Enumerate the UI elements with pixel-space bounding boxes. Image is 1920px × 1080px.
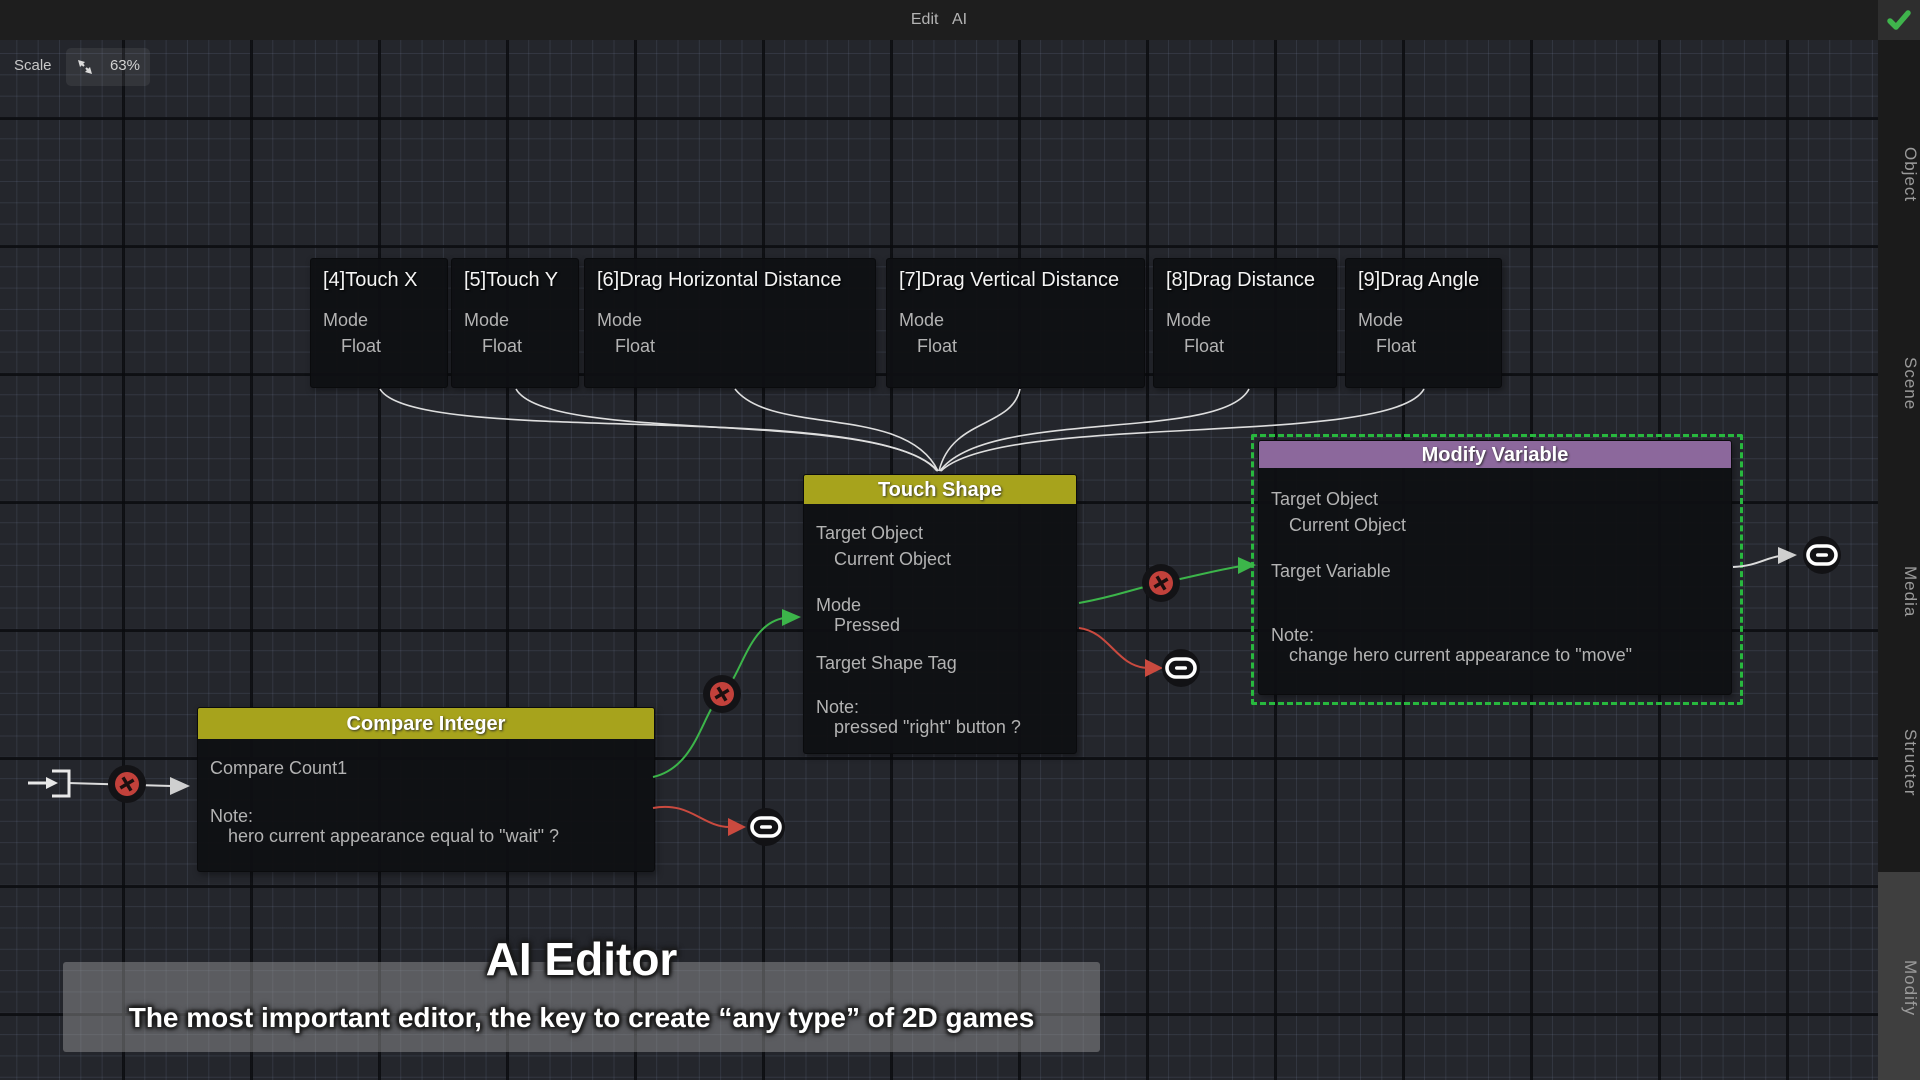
scale-label: Scale — [14, 57, 52, 74]
confirm-button[interactable] — [1878, 0, 1920, 40]
note-value: hero current appearance equal to "wait" … — [228, 826, 559, 846]
node-title: [7]Drag Vertical Distance — [899, 269, 1120, 291]
note-label: Note: — [1271, 625, 1315, 645]
field-value: Pressed — [834, 615, 901, 635]
scale-value: 63% — [109, 57, 140, 74]
note-value: pressed "right" button ? — [834, 717, 1021, 737]
top-bar: Edit AI — [0, 0, 1920, 40]
node-title: [5]Touch Y — [464, 269, 559, 291]
check-icon — [1887, 10, 1911, 30]
node-title: [6]Drag Horizontal Distance — [597, 269, 842, 291]
node-modify-variable[interactable]: Modify Variable Target Object Current Ob… — [1258, 440, 1732, 695]
field-label: Mode — [1358, 310, 1404, 330]
caption-subtitle: The most important editor, the key to cr… — [128, 1002, 1035, 1033]
field-label: Mode — [323, 310, 369, 330]
scale-control[interactable]: 63% — [66, 48, 150, 86]
caption-box — [63, 962, 1100, 1052]
tab-structer[interactable]: Structer — [1901, 729, 1920, 797]
tab-object[interactable]: Object — [1901, 147, 1920, 203]
node-drag-vertical-distance[interactable]: [7]Drag Vertical Distance Mode Float — [886, 258, 1145, 388]
node-drag-angle[interactable]: [9]Drag Angle Mode Float — [1345, 258, 1502, 388]
node-drag-distance[interactable]: [8]Drag Distance Mode Float — [1153, 258, 1337, 388]
node-touch-y[interactable]: [5]Touch Y Mode Float — [451, 258, 579, 388]
field-label: Target Variable — [1271, 561, 1391, 581]
node-header: Modify Variable — [1259, 441, 1731, 468]
caption-title: AI Editor — [485, 933, 678, 985]
field-value: Float — [1184, 336, 1225, 356]
node-header: Touch Shape — [804, 475, 1076, 504]
field-value: Current Object — [1289, 515, 1407, 535]
resize-diagonal-icon — [78, 60, 92, 74]
node-header: Compare Integer — [198, 708, 654, 739]
field-value: Float — [917, 336, 958, 356]
field-value: Current Object — [834, 549, 952, 569]
node-drag-horizontal-distance[interactable]: [6]Drag Horizontal Distance Mode Float — [584, 258, 876, 388]
tab-media[interactable]: Media — [1901, 566, 1920, 618]
field-value: Float — [1376, 336, 1417, 356]
node-title: [9]Drag Angle — [1358, 269, 1480, 291]
field-label: Mode — [899, 310, 945, 330]
field-label: Mode — [597, 310, 643, 330]
field-label: Mode — [816, 595, 862, 615]
field-label: Compare Count1 — [210, 758, 348, 778]
field-label: Target Shape Tag — [816, 653, 957, 673]
field-value: Float — [482, 336, 523, 356]
field-label: Target Object — [1271, 489, 1379, 509]
sidebar: Object Scene Media Structer Modify — [1878, 40, 1920, 1080]
field-label: Mode — [1166, 310, 1212, 330]
field-label: Target Object — [816, 523, 924, 543]
node-touch-x[interactable]: [4]Touch X Mode Float — [310, 258, 448, 388]
page-title: Edit AI — [910, 11, 968, 28]
node-title: [8]Drag Distance — [1166, 269, 1315, 291]
note-label: Note: — [816, 697, 860, 717]
field-value: Float — [615, 336, 656, 356]
node-touch-shape[interactable]: Touch Shape Target Object Current Object… — [803, 474, 1077, 754]
note-label: Note: — [210, 806, 254, 826]
node-compare-integer[interactable]: Compare Integer Compare Count1 Note: her… — [197, 707, 655, 872]
active-tab-highlight — [1878, 872, 1920, 1080]
field-label: Mode — [464, 310, 510, 330]
note-value: change hero current appearance to "move" — [1289, 645, 1632, 665]
node-title: [4]Touch X — [323, 269, 418, 291]
tab-scene[interactable]: Scene — [1901, 357, 1920, 411]
field-value: Float — [341, 336, 382, 356]
tab-modify[interactable]: Modify — [1901, 959, 1920, 1017]
